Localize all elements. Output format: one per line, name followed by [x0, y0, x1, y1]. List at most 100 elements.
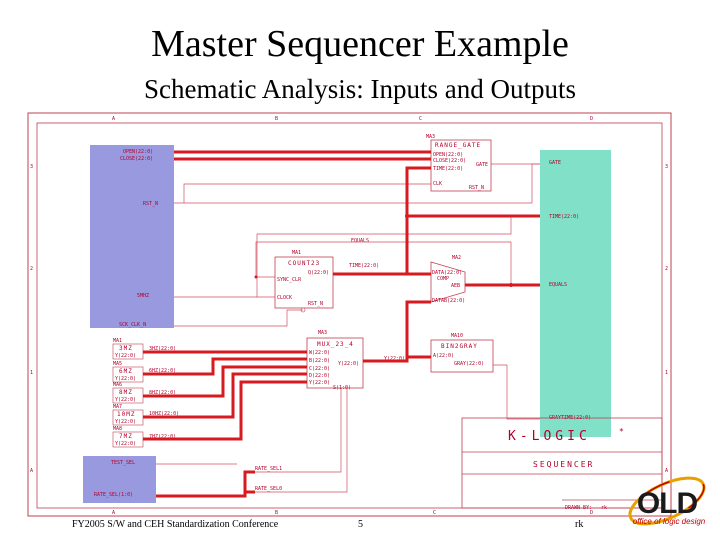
mux-id: MA3	[318, 330, 327, 336]
count23-pin-clock: CLOCK	[277, 295, 292, 301]
slide-title: Master Sequencer Example	[151, 23, 569, 65]
clock-block-5-id: MA8	[113, 426, 122, 432]
mux-pin-b: B(22:0)	[309, 358, 330, 364]
bus-mux-out	[363, 300, 431, 363]
logo-orbit-icon	[628, 476, 706, 526]
net-mux-y-label: Y(22:0)	[384, 356, 405, 362]
clock-block-2: MA5 6MZ Y(22:0) 6HZ(22:0)	[112, 361, 176, 383]
border-row-r-3: 1	[665, 370, 668, 376]
range-gate-pin-open: OPEN(22:0)	[433, 152, 463, 158]
range-gate-id: MA3	[426, 134, 435, 140]
bus-clk4	[143, 372, 307, 419]
bus-clk5	[143, 380, 307, 441]
clock-block-1-name: 3MZ	[119, 345, 133, 352]
bus-clk2	[143, 357, 307, 376]
junction-dot-2	[509, 283, 513, 287]
clock-block-3: MA6 8MZ Y(22:0) 8HZ(22:0)	[112, 382, 176, 404]
clock-block-4-id: MA7	[113, 404, 122, 410]
thin-wires	[156, 163, 540, 493]
border-col-bot-a: A	[112, 510, 115, 516]
title-block-design: SEQUENCER	[533, 460, 594, 469]
title-block-company: K-LOGIC	[508, 429, 591, 444]
bus-clk3	[143, 365, 307, 398]
schematic-outer-frame	[27, 112, 672, 517]
bus-rate	[156, 470, 255, 498]
count23-pin-sync: SYNC_CLR	[277, 277, 302, 283]
clock-block-5-net: 7HZ(22:0)	[149, 434, 176, 440]
bus-time	[333, 166, 431, 276]
border-col-top-a: A	[112, 116, 115, 122]
mux-pin-w: W(22:0)	[309, 350, 330, 356]
border-col-bot-c: C	[433, 510, 436, 516]
border-row-l-4: A	[30, 468, 33, 474]
footer-author: rk	[575, 519, 584, 530]
clock-block-4: MA7 10MZ Y(22:0) 10HZ(22:0)	[112, 404, 179, 426]
slide-subtitle: Schematic Analysis: Inputs and Outputs	[144, 74, 576, 104]
junction-dot-1	[405, 214, 409, 218]
input-port-panel	[90, 145, 174, 328]
output-port-panel	[540, 150, 611, 437]
range-gate-block	[430, 139, 492, 192]
count23-id: MA1	[292, 250, 301, 256]
clock-block-1: MA1 3MZ Y(22:0) 3HZ(22:0)	[112, 338, 176, 360]
wire-rate1	[253, 388, 342, 473]
clock-block-5-out: Y(22:0)	[115, 441, 136, 447]
wire-rate0	[253, 388, 348, 493]
clock-block-3-id: MA6	[113, 382, 122, 388]
footer-page-number: 5	[358, 519, 363, 530]
junction-dot-3	[254, 275, 258, 279]
net-rate-sel0: RATE_SEL0	[255, 486, 282, 492]
comparator-inner: COMP	[437, 276, 449, 282]
wire-sck	[174, 309, 303, 327]
border-col-top-d: D	[590, 116, 593, 122]
count23-out: Q(22:0)	[308, 270, 329, 276]
comparator-pin-b: DATAB(22:0)	[432, 298, 465, 304]
input-port-5mhz: 5MHZ	[137, 293, 149, 299]
input-port-close: CLOSE(22:0)	[120, 156, 153, 162]
count23-pin-rst: RST_N	[308, 301, 323, 307]
clock-block-4-name: 10MZ	[117, 411, 135, 418]
output-port-gate: GATE	[549, 160, 561, 166]
border-row-l-2: 2	[30, 266, 33, 272]
comparator-equals-label: EQUALS	[351, 238, 369, 244]
schematic-inner-frame	[36, 122, 663, 509]
clock-block-4-net: 10HZ(22:0)	[149, 411, 179, 417]
title-block-mark: *	[619, 427, 626, 436]
footer-conference: FY2005 S/W and CEH Standardization Confe…	[72, 519, 279, 530]
clock-block-1-net: 3HZ(22:0)	[149, 346, 176, 352]
clock-block-2-out: Y(22:0)	[115, 376, 136, 382]
border-col-top-c: C	[419, 116, 422, 122]
clock-block-3-name: 8MZ	[119, 389, 133, 396]
range-gate-pin-time: TIME(22:0)	[433, 166, 463, 172]
border-row-l-3: 1	[30, 370, 33, 376]
output-port-equals: EQUALS	[549, 282, 567, 288]
bin2gray-in: A(22:0)	[433, 353, 454, 359]
wire-equals-loop	[255, 241, 512, 287]
border-row-r-4: A	[665, 468, 668, 474]
net-time-label: TIME(22:0)	[349, 263, 379, 269]
range-gate-name: RANGE_GATE	[435, 142, 481, 149]
mux-out: Y(22:0)	[338, 361, 359, 367]
bin2gray-out: GRAY(22:0)	[454, 361, 484, 367]
border-col-bot-d: D	[590, 510, 593, 516]
clock-block-2-name: 6MZ	[119, 368, 133, 375]
wire-rst-down	[531, 163, 540, 203]
bus-wires	[143, 150, 540, 498]
clock-block-4-out: Y(22:0)	[115, 419, 136, 425]
clock-block-2-id: MA5	[113, 361, 122, 367]
border-row-l-1: 3	[30, 164, 33, 170]
schematic-diagram: A B C D A B C D 3 2 1 A 3 2 1 A OPEN(22:…	[27, 112, 672, 517]
wire-graytime	[493, 364, 540, 420]
clock-block-1-out: Y(22:0)	[115, 353, 136, 359]
mux-pin-c: C(22:0)	[309, 366, 330, 372]
clock-block-5: MA8 7MZ Y(22:0) 7HZ(22:0)	[112, 426, 176, 448]
border-col-bot-b: B	[275, 510, 278, 516]
title-block-drawn-label: DRAWN BY:	[565, 505, 592, 511]
mux-sel: S(1:0)	[333, 385, 351, 391]
clock-block-2-net: 6HZ(22:0)	[149, 368, 176, 374]
test-sel-port: TEST_SEL	[111, 460, 135, 466]
mux-pin-d: D(22:0)	[309, 373, 330, 379]
range-gate-pin-rst: RST_N	[469, 185, 484, 191]
net-rate-sel1: RATE_SEL1	[255, 466, 282, 472]
clock-block-3-out: Y(22:0)	[115, 397, 136, 403]
